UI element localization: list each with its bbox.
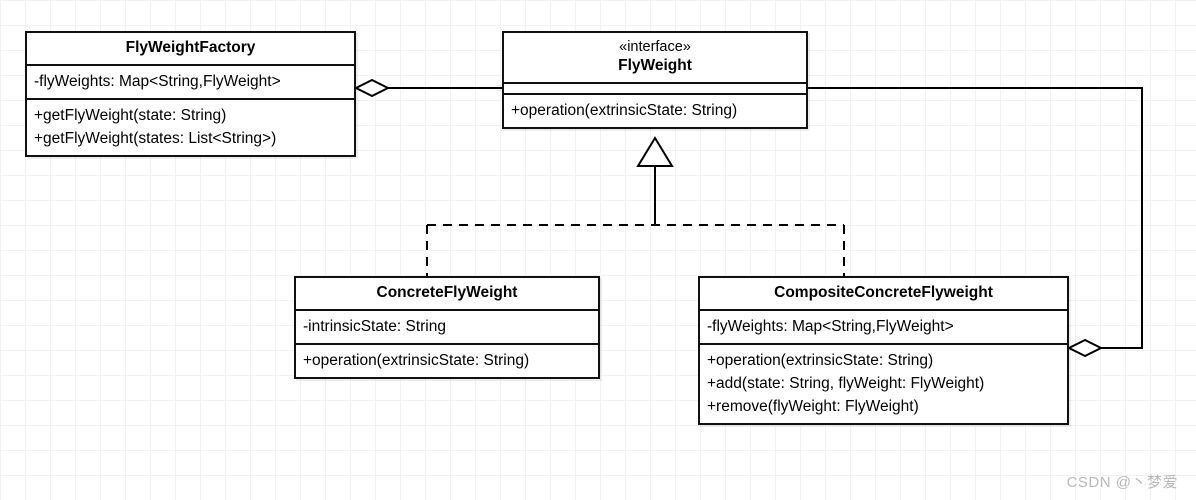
connector-composite-aggregates-flyweight	[808, 87, 1143, 358]
class-attribute: -flyWeights: Map<String,FlyWeight>	[707, 318, 954, 335]
class-operation: +getFlyWeight(states: List<String>)	[34, 130, 277, 147]
class-header-flyweightfactory: FlyWeightFactory	[27, 33, 354, 64]
class-attributes-compositeconcreteflyweight: -flyWeights: Map<String,FlyWeight>	[700, 309, 1067, 343]
hollow-diamond-icon	[353, 78, 391, 98]
class-attributes-flyweight	[504, 82, 806, 93]
class-header-compositeconcreteflyweight: CompositeConcreteFlyweight	[700, 278, 1067, 309]
class-box-concreteflyweight[interactable]: ConcreteFlyWeight -intrinsicState: Strin…	[294, 276, 600, 379]
class-title: FlyWeight	[618, 57, 692, 74]
class-attribute: -intrinsicState: String	[303, 318, 446, 335]
class-operation: +operation(extrinsicState: String)	[303, 352, 530, 369]
class-box-flyweight[interactable]: «interface» FlyWeight +operation(extrins…	[502, 31, 808, 129]
hollow-diamond-icon	[1066, 338, 1104, 358]
class-stereotype: «interface»	[619, 39, 691, 55]
class-operation: +add(state: String, flyWeight: FlyWeight…	[707, 375, 985, 392]
class-operation: +remove(flyWeight: FlyWeight)	[707, 398, 919, 415]
class-title: ConcreteFlyWeight	[376, 284, 518, 301]
class-header-flyweight: «interface» FlyWeight	[504, 33, 806, 82]
class-operation: +operation(extrinsicState: String)	[707, 352, 934, 369]
class-title: CompositeConcreteFlyweight	[774, 284, 993, 301]
class-attributes-concreteflyweight: -intrinsicState: String	[296, 309, 598, 343]
class-operations-flyweightfactory: +getFlyWeight(state: String) +getFlyWeig…	[27, 98, 354, 155]
class-header-concreteflyweight: ConcreteFlyWeight	[296, 278, 598, 309]
class-box-flyweightfactory[interactable]: FlyWeightFactory -flyWeights: Map<String…	[25, 31, 356, 157]
class-operation: +operation(extrinsicState: String)	[511, 102, 738, 119]
class-attribute: -flyWeights: Map<String,FlyWeight>	[34, 73, 281, 90]
class-operation: +getFlyWeight(state: String)	[34, 107, 227, 124]
hollow-triangle-icon	[636, 136, 674, 167]
watermark: CSDN @丶梦爱	[1066, 474, 1178, 491]
class-box-compositeconcreteflyweight[interactable]: CompositeConcreteFlyweight -flyWeights: …	[698, 276, 1069, 425]
class-title: FlyWeightFactory	[125, 39, 256, 56]
aggregation-line-composite	[808, 87, 1143, 349]
class-operations-concreteflyweight: +operation(extrinsicState: String)	[296, 343, 598, 377]
connector-realization-tree	[426, 136, 845, 276]
class-operations-flyweight: +operation(extrinsicState: String)	[504, 93, 806, 127]
connector-factory-aggregates-flyweight	[353, 78, 502, 98]
class-attributes-flyweightfactory: -flyWeights: Map<String,FlyWeight>	[27, 64, 354, 98]
class-operations-compositeconcreteflyweight: +operation(extrinsicState: String) +add(…	[700, 343, 1067, 423]
